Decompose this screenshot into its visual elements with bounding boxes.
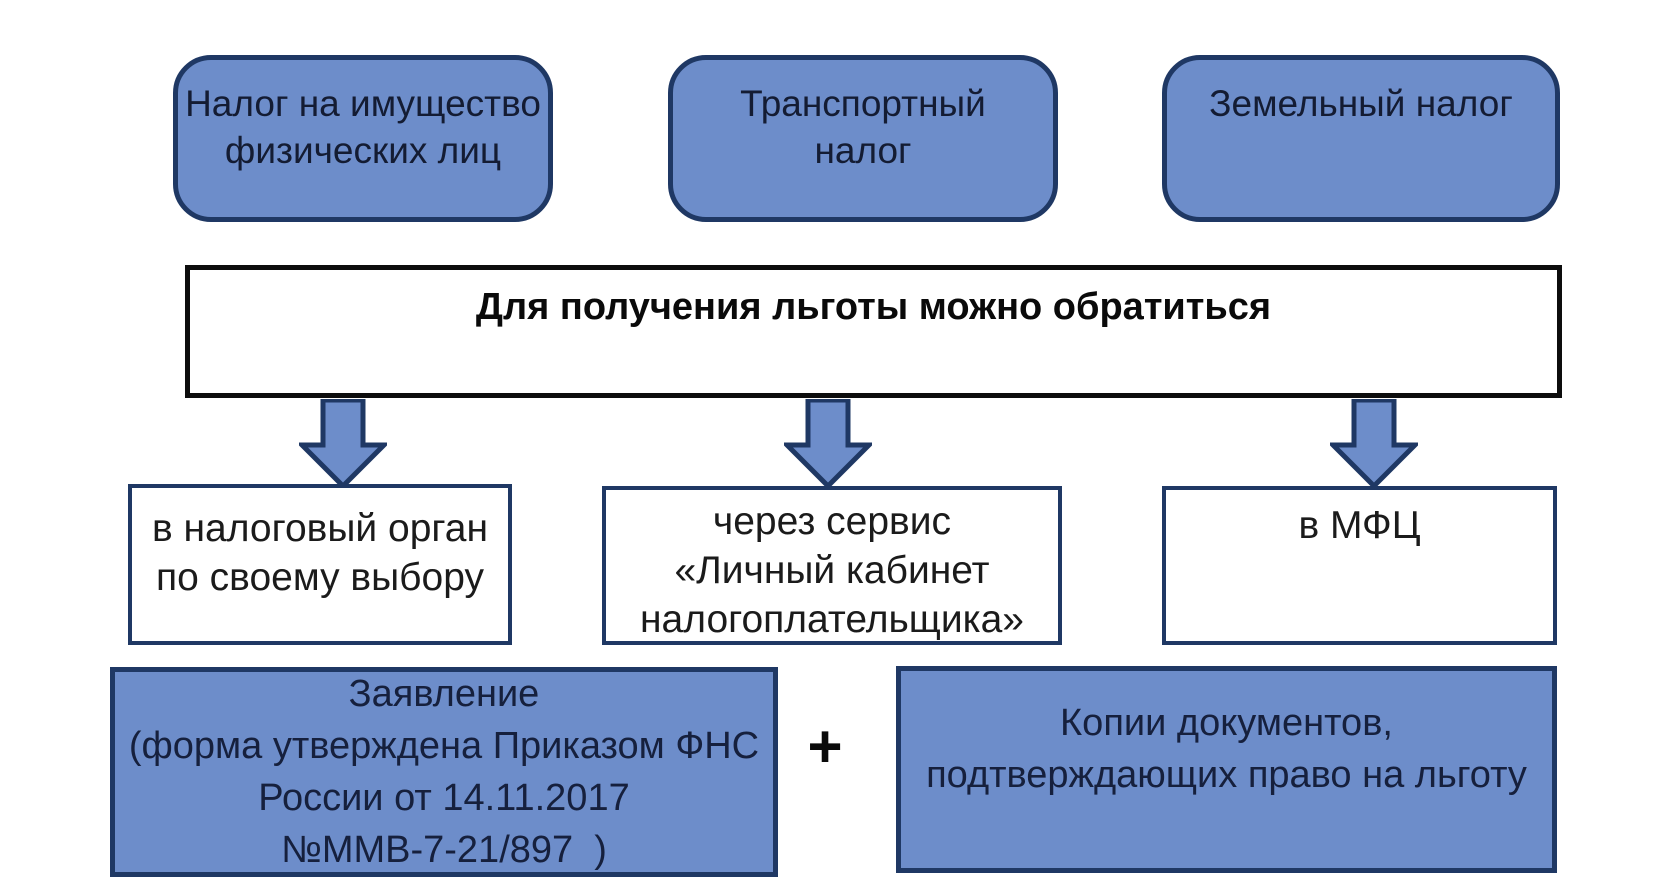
down-arrow-icon — [1330, 399, 1418, 489]
node-property-tax: Налог на имущество физических лиц — [173, 55, 553, 222]
node-property-tax-line: физических лиц — [224, 130, 502, 171]
node-property-tax-line: Налог на имущество — [185, 83, 541, 124]
box-supporting-documents-line: подтверждающих право на льготу — [926, 754, 1527, 796]
box-application-line: России от 14.11.2017 — [258, 777, 630, 819]
option-taxpayer-account-line: «Личный кабинет — [674, 549, 990, 592]
down-arrow-icon — [784, 399, 872, 489]
option-mfc-line: в МФЦ — [1298, 504, 1421, 547]
box-supporting-documents: Копии документов, подтверждающих право н… — [896, 666, 1557, 873]
box-supporting-documents-line: Копии документов, — [1060, 702, 1393, 744]
node-land-tax: Земельный налог — [1162, 55, 1560, 222]
node-transport-tax-line: Транспортный — [740, 83, 986, 124]
option-tax-authority-line: по своему выбору — [156, 556, 484, 599]
title-banner-text: Для получения льготы можно обратиться — [475, 286, 1272, 328]
option-taxpayer-account-line: через сервис — [712, 500, 952, 543]
box-application-line: №ММВ-7-21/897 ) — [281, 829, 607, 871]
down-arrow-icon — [299, 399, 387, 489]
node-transport-tax-line: налог — [814, 130, 912, 171]
option-mfc: в МФЦ — [1162, 486, 1557, 645]
title-banner: Для получения льготы можно обратиться — [185, 265, 1562, 398]
node-transport-tax: Транспортный налог — [668, 55, 1058, 222]
node-land-tax-line: Земельный налог — [1209, 83, 1513, 124]
box-application-line: Заявление — [348, 673, 540, 715]
option-taxpayer-account: через сервис «Личный кабинет налогоплате… — [602, 486, 1062, 645]
box-application-line: (форма утверждена Приказом ФНС — [128, 725, 760, 767]
option-tax-authority: в налоговый орган по своему выбору — [128, 484, 512, 645]
option-tax-authority-line: в налоговый орган — [151, 507, 489, 550]
plus-sign: + — [807, 713, 843, 780]
option-taxpayer-account-line: налогоплательщика» — [640, 598, 1024, 641]
box-application: Заявление (форма утверждена Приказом ФНС… — [110, 667, 778, 877]
